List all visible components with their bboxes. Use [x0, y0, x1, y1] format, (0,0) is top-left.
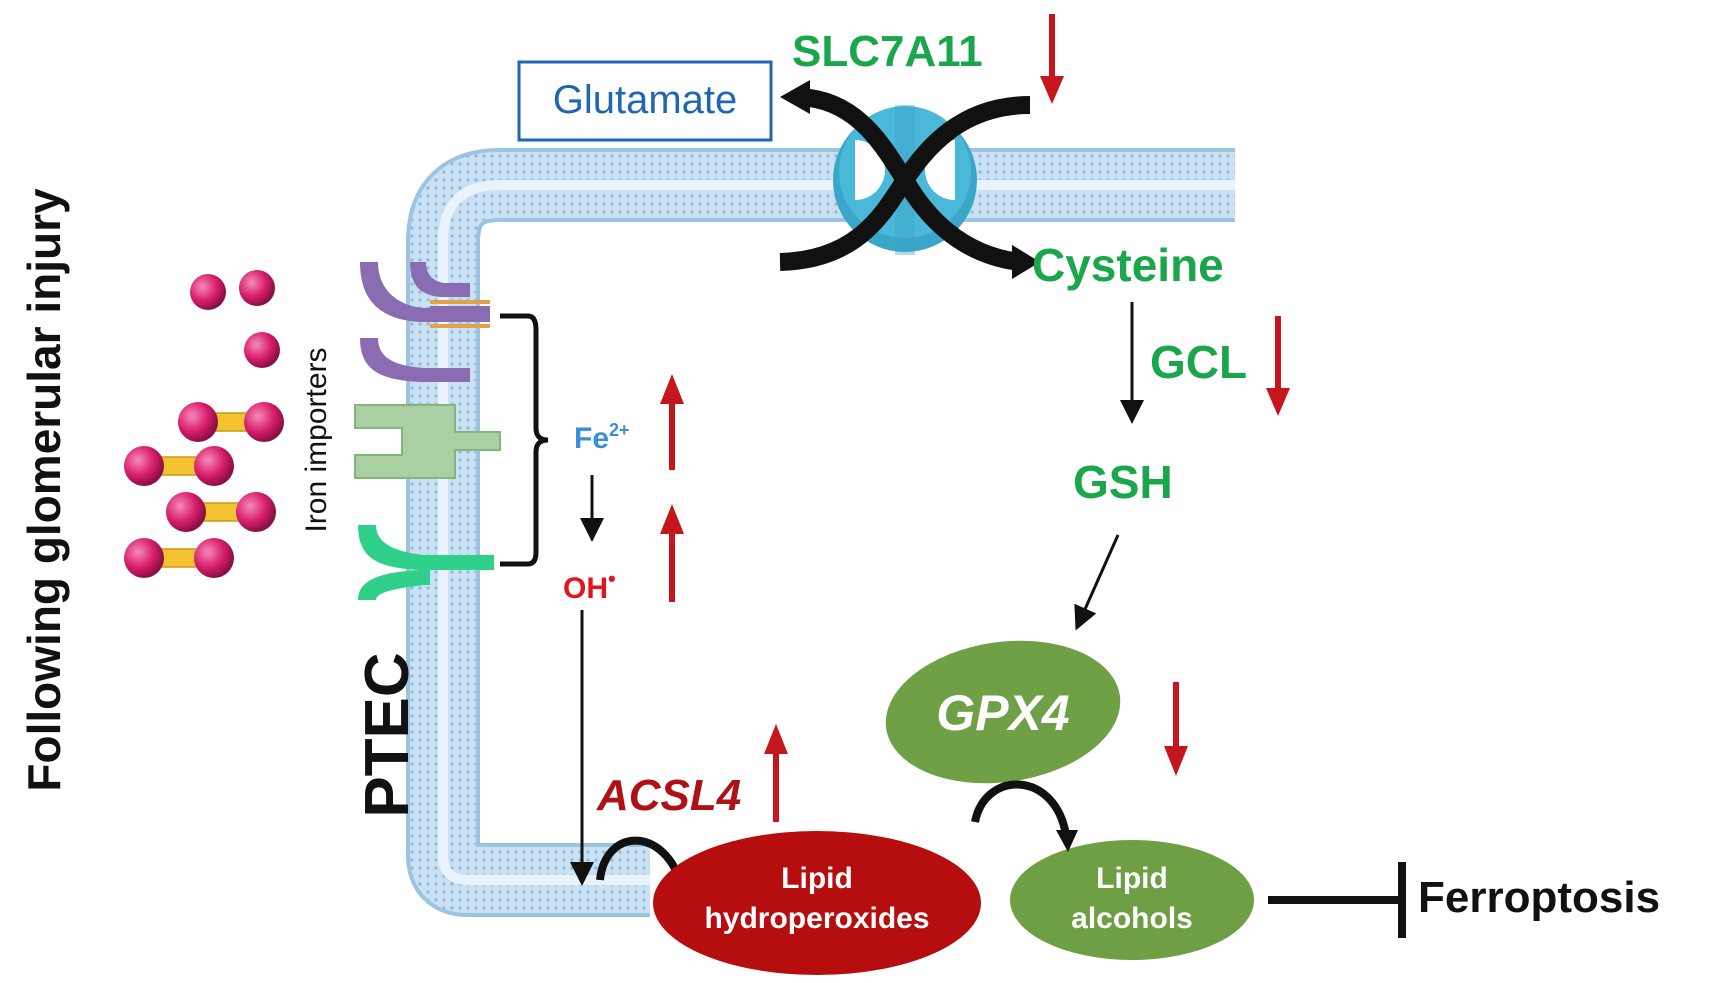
bound-iron-ball	[194, 446, 234, 486]
bound-iron-ball	[124, 538, 164, 578]
gpx4-curved-arrow	[971, 780, 1070, 836]
fe-label: Fe2+	[574, 420, 630, 455]
iron-importers	[354, 262, 501, 600]
inhibition-bar	[1268, 862, 1406, 938]
slc7a11-label: SLC7A11	[792, 27, 983, 76]
gpx4-down-arrow	[1164, 682, 1188, 776]
lipid-hydroperoxides-line2: hydroperoxides	[704, 902, 929, 935]
lipid-alcohols-node: Lipid alcohols	[1010, 840, 1254, 960]
cysteine-label: Cysteine	[1032, 239, 1224, 291]
oh-up-arrow	[660, 504, 684, 602]
iron-importers-label: Iron importers	[300, 347, 333, 532]
importer-bracket	[500, 313, 549, 567]
lipid-hydroperoxides-line1: Lipid	[781, 862, 853, 895]
oh-symbol: OH	[563, 572, 608, 605]
transport-arrows	[779, 80, 1040, 279]
fe-charge: 2+	[609, 420, 630, 440]
free-iron-ball	[244, 332, 280, 368]
bound-iron-ball	[236, 492, 276, 532]
gsh-label: GSH	[1073, 456, 1173, 508]
bound-iron-ball	[124, 446, 164, 486]
oh-label: OH•	[563, 566, 616, 605]
acsl4-curved-arrow	[596, 836, 684, 882]
fe-up-arrow	[660, 374, 684, 470]
lipid-alcohols-line2: alcohols	[1071, 902, 1193, 935]
iron-particles	[124, 270, 284, 578]
free-iron-ball	[190, 274, 226, 310]
acsl4-label: ACSL4	[596, 771, 741, 820]
free-iron-ball	[239, 270, 275, 306]
gpx4-label: GPX4	[936, 685, 1069, 741]
lipid-alcohols-line1: Lipid	[1096, 862, 1168, 895]
gsh-to-gpx4-arrow	[1074, 534, 1120, 631]
bound-iron-ball	[194, 538, 234, 578]
glutamate-label: Glutamate	[553, 78, 738, 122]
ferroptosis-label: Ferroptosis	[1418, 873, 1660, 922]
ptec-label: PTEC	[353, 652, 422, 817]
lipid-hydroperoxides-node: Lipid hydroperoxides	[653, 831, 981, 975]
cell-membrane	[406, 148, 1235, 917]
slc7a11-down-arrow	[1040, 14, 1064, 104]
oh-radical-mark: •	[608, 566, 616, 591]
side-title: Following glomerular injury	[18, 188, 70, 792]
glutamate-box: Glutamate	[517, 60, 773, 142]
gpx4-enzyme: GPX4	[885, 640, 1121, 784]
fe-symbol: Fe	[574, 422, 609, 455]
bound-iron-ball	[244, 402, 284, 442]
bound-iron-ball	[166, 492, 206, 532]
gcl-down-arrow	[1266, 316, 1290, 416]
acsl4-up-arrow	[764, 724, 788, 822]
gcl-label: GCL	[1150, 336, 1247, 388]
bound-iron-ball	[178, 402, 218, 442]
